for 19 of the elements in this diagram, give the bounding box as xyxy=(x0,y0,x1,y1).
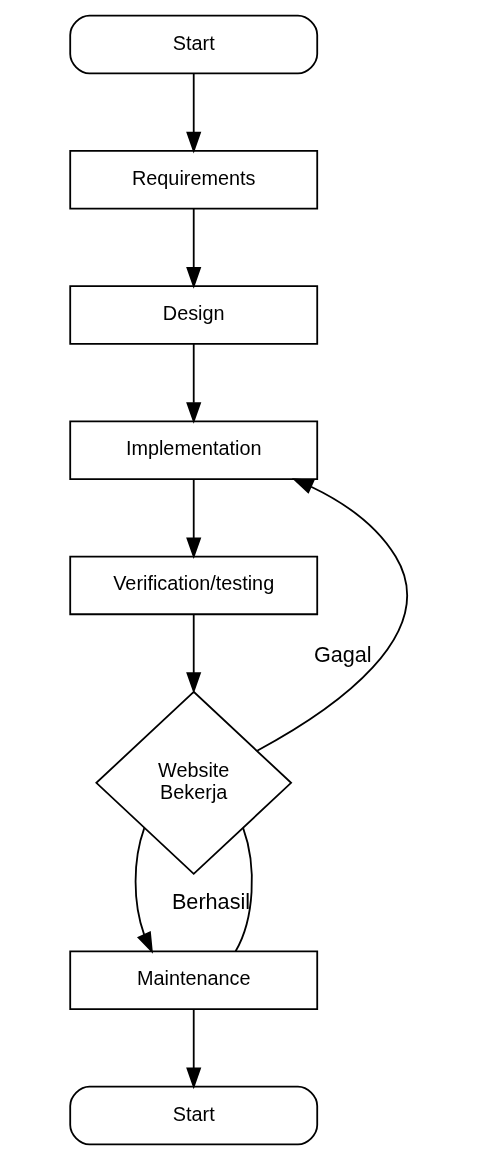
edge-label: Berhasil xyxy=(171,889,251,915)
node-diamond: Website Bekerja xyxy=(95,690,293,876)
arrow xyxy=(186,343,202,424)
arrow xyxy=(186,72,202,154)
node-box: Implementation xyxy=(69,420,319,480)
arrow xyxy=(134,827,153,954)
node-box: Start xyxy=(69,1085,319,1146)
node-box: Design xyxy=(69,285,319,345)
node-box: Start xyxy=(69,14,319,75)
arrow xyxy=(186,207,202,289)
node-box: Verification/testing xyxy=(69,555,319,616)
node-box: Maintenance xyxy=(69,950,319,1010)
arrow xyxy=(186,1008,202,1090)
arrow xyxy=(186,614,202,694)
arrow xyxy=(256,478,408,752)
connector xyxy=(234,827,253,953)
node-box: Requirements xyxy=(69,150,319,210)
arrow xyxy=(186,478,202,560)
edge-label: Gagal xyxy=(313,641,372,667)
